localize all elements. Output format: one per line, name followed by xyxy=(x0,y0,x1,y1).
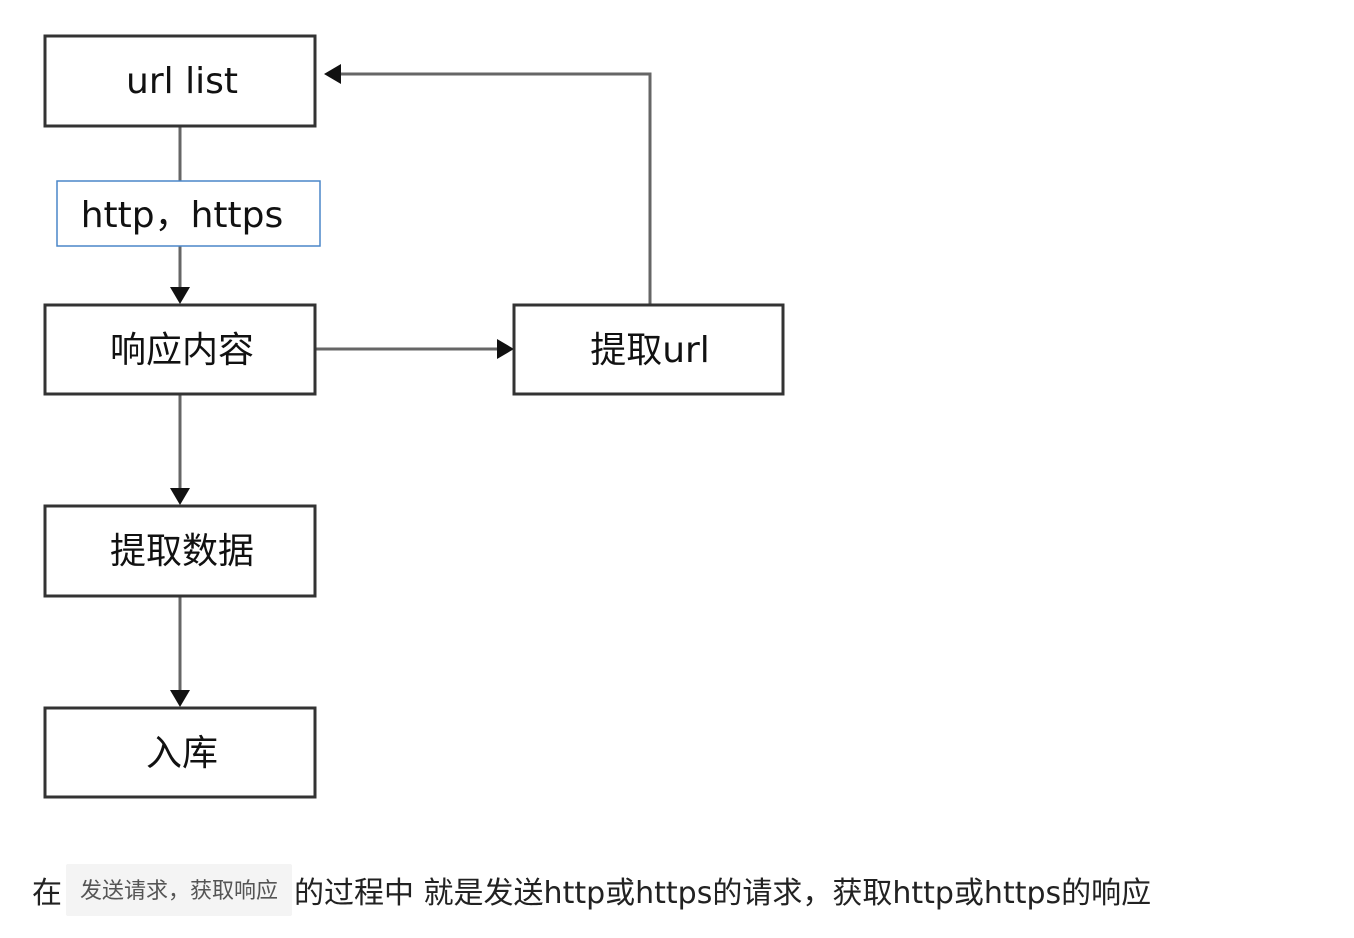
node-extract-url-box xyxy=(512,303,785,396)
node-response-label: 响应内容 xyxy=(110,330,254,371)
caption-line: 在 发送请求，获取响应 的过程中 就是发送http或https的请求，获取htt… xyxy=(32,864,1152,916)
node-url-list-box xyxy=(43,34,317,128)
node-url-list: url list xyxy=(43,34,317,128)
arrowhead-response-top xyxy=(170,287,190,304)
edges xyxy=(170,64,652,707)
node-store-box xyxy=(43,706,317,799)
caption-prefix: 在 xyxy=(32,876,62,911)
arrowhead-extract-data-top xyxy=(170,488,190,505)
node-store: 入库 xyxy=(43,706,317,799)
flow-diagram: http，https url list 响应内容 提取url 提取数据 入库 xyxy=(43,34,785,799)
caption-suffix: 的过程中 就是发送http或https的请求，获取http或https的响应 xyxy=(294,876,1152,911)
arrowhead-store-top xyxy=(170,690,190,707)
node-extract-data-box xyxy=(43,504,317,598)
edge-label-text: http，https xyxy=(81,195,284,236)
caption-inline-code: 发送请求，获取响应 xyxy=(66,864,293,916)
node-extract-data: 提取数据 xyxy=(43,504,317,598)
edge-label-protocol: http，https xyxy=(56,180,321,247)
node-response-box xyxy=(43,303,317,396)
node-url-list-label: url list xyxy=(126,61,238,102)
node-store-label: 入库 xyxy=(146,733,218,774)
arrowhead-urllist-right xyxy=(324,64,341,84)
edge-extract-url-to-urllist xyxy=(338,72,652,304)
node-extract-url-label: 提取url xyxy=(590,330,710,371)
node-extract-url: 提取url xyxy=(512,303,785,396)
arrowhead-extract-url-left xyxy=(497,339,514,359)
node-response: 响应内容 xyxy=(43,303,317,396)
node-extract-data-label: 提取数据 xyxy=(110,531,254,572)
edge-label-box xyxy=(56,180,321,247)
